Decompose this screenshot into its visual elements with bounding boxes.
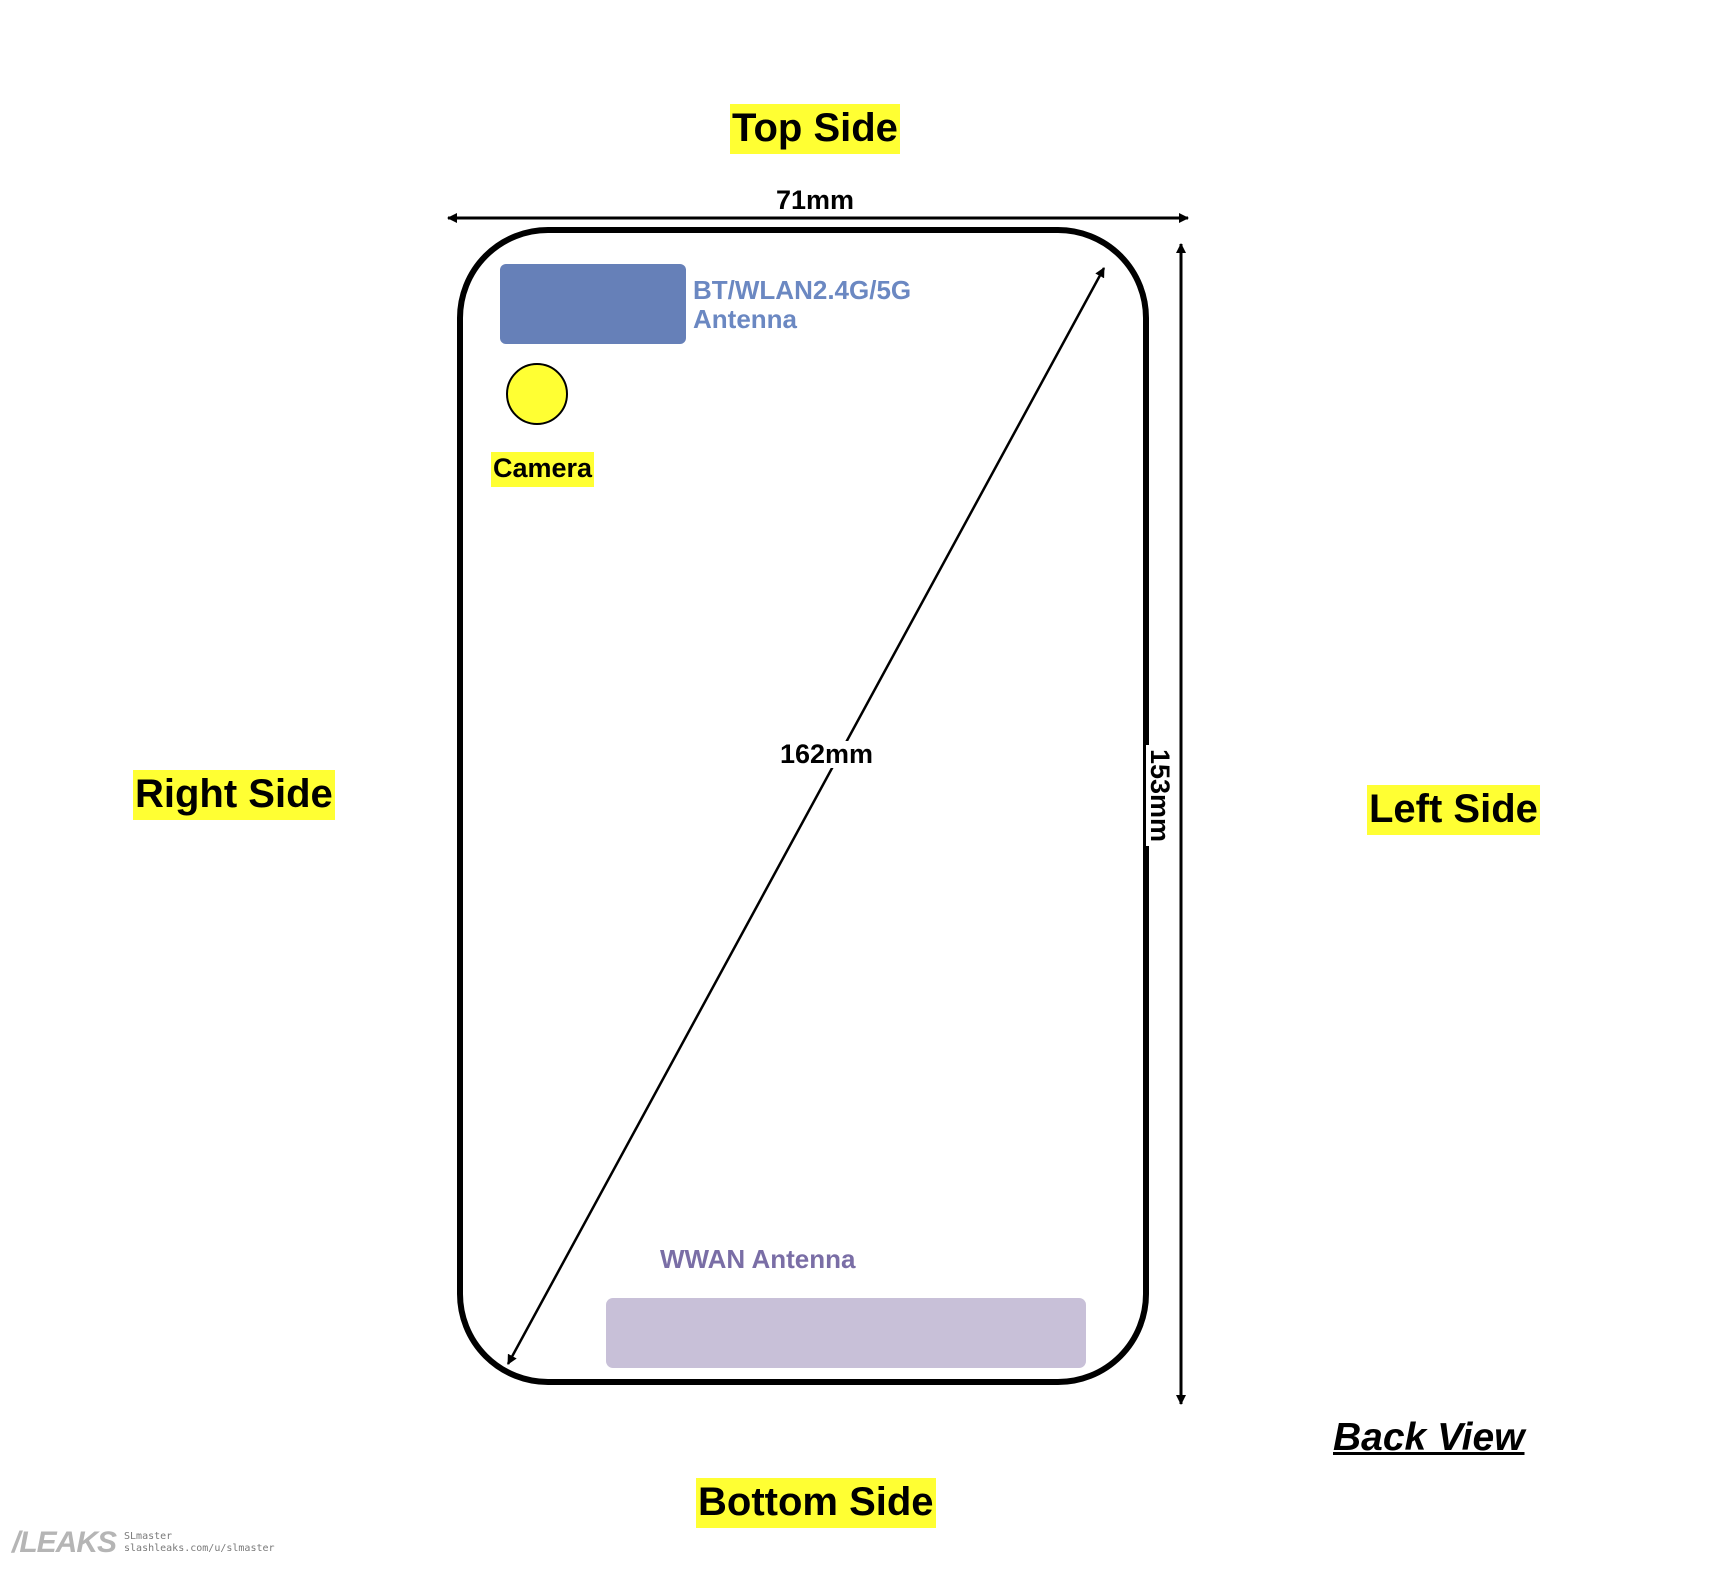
bt-wlan-antenna-label-line2: Antenna <box>693 304 797 335</box>
diagonal-dimension-arrow <box>506 267 1106 1365</box>
wwan-antenna-block <box>606 1298 1086 1368</box>
left-side-label: Left Side <box>1367 785 1540 835</box>
watermark-text: SLmaster slashleaks.com/u/slmaster <box>124 1531 275 1556</box>
camera-label: Camera <box>491 452 595 487</box>
bt-wlan-antenna-label: BT/WLAN2.4G/5G Antenna <box>693 275 912 335</box>
wwan-antenna-label: WWAN Antenna <box>660 1244 856 1274</box>
camera-circle <box>506 363 568 425</box>
top-side-label: Top Side <box>730 104 900 154</box>
right-side-label: Right Side <box>133 770 335 820</box>
height-dimension-label: 153mm <box>1145 745 1175 847</box>
width-dimension-label: 71mm <box>773 187 858 214</box>
watermark: /LEAKS SLmaster slashleaks.com/u/slmaste… <box>12 1528 275 1558</box>
bt-wlan-antenna-label-line1: BT/WLAN2.4G/5G <box>693 275 912 305</box>
bottom-side-label: Bottom Side <box>696 1478 936 1528</box>
back-view-label: Back View <box>1333 1416 1525 1459</box>
bt-wlan-antenna-block <box>500 264 686 344</box>
watermark-user: SLmaster <box>124 1530 173 1542</box>
watermark-url: slashleaks.com/u/slmaster <box>124 1543 275 1554</box>
watermark-logo: /LEAKS <box>12 1526 117 1559</box>
diagonal-dimension-label: 162mm <box>776 741 878 768</box>
